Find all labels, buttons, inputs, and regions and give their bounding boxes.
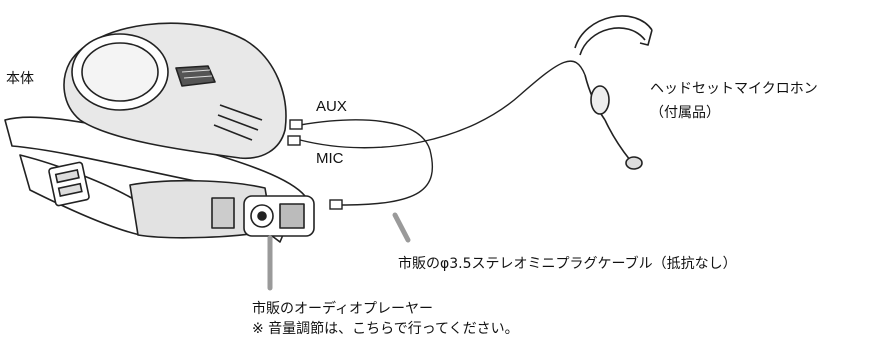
label-body: 本体	[6, 71, 34, 87]
label-mic: MIC	[316, 150, 344, 167]
label-cable: 市販のφ3.5ステレオミニプラグケーブル（抵抗なし）	[398, 256, 737, 272]
label-volume-note: ※ 音量調節は、こちらで行ってください。	[252, 321, 519, 337]
label-player: 市販のオーディオプレーヤー	[252, 301, 434, 317]
headset-illustration	[574, 15, 653, 170]
plugs	[287, 119, 343, 210]
cables	[299, 60, 586, 206]
audio-player	[129, 179, 315, 239]
belt-buckle	[48, 161, 90, 207]
speaker-body	[63, 22, 287, 159]
pointer-lines	[267, 212, 411, 291]
label-headset: ヘッドセットマイクロホン	[650, 81, 818, 97]
label-headset-note: （付属品）	[650, 105, 720, 121]
label-aux: AUX	[316, 98, 347, 115]
